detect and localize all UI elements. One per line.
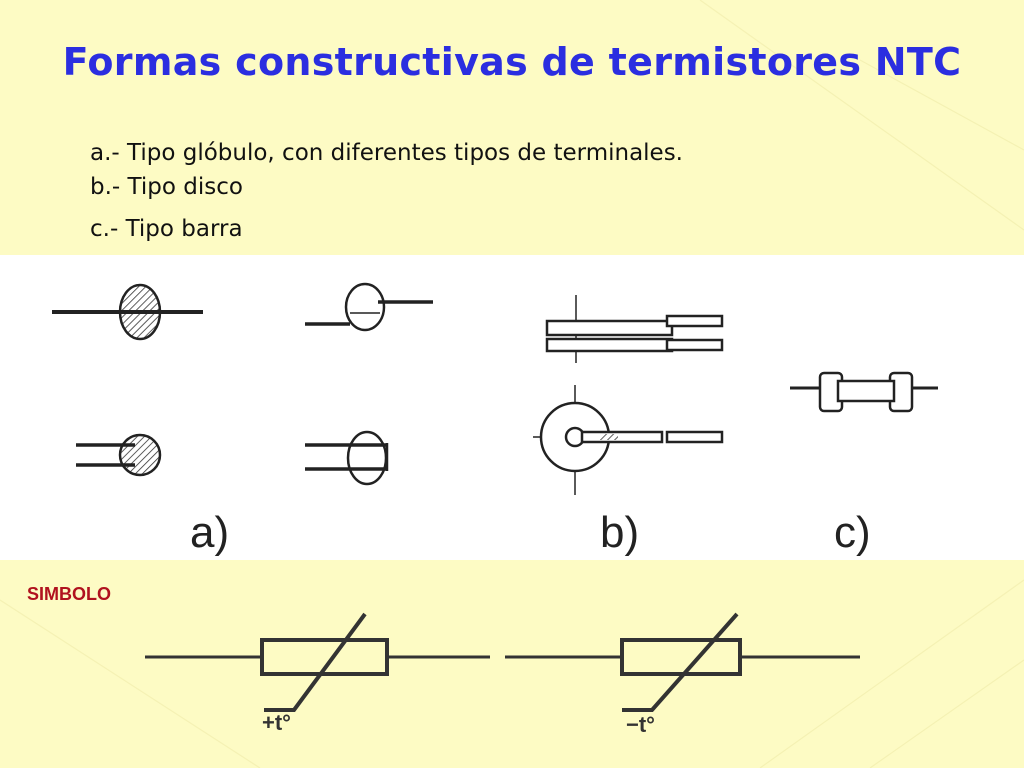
thermistor-figure: a) b) c) — [52, 282, 938, 557]
list-item-barra: c.- Tipo barra — [90, 216, 243, 242]
list-item-globulo: a.- Tipo glóbulo, con diferentes tipos d… — [90, 140, 683, 166]
ptc-symbol: +t° — [145, 612, 490, 735]
list-item-disco: b.- Tipo disco — [90, 174, 243, 200]
page-title: Formas constructivas de termistores NTC — [62, 40, 962, 84]
globule-radial-outline — [305, 430, 389, 486]
ntc-symbol: −t° — [505, 612, 860, 737]
globule-axial-hatched — [52, 283, 203, 341]
figure-label-b: b) — [600, 508, 639, 557]
thermistor-symbols: +t° −t° — [145, 612, 860, 737]
disk-side-view — [545, 295, 724, 363]
globule-axial-outline — [305, 282, 433, 332]
symbol-heading: SIMBOLO — [27, 584, 111, 604]
ntc-sign-label: −t° — [626, 712, 655, 737]
globule-radial-hatched — [76, 433, 162, 477]
figure-label-c: c) — [834, 508, 871, 557]
figure-label-a: a) — [190, 508, 229, 557]
disk-front-view — [533, 385, 724, 495]
ptc-sign-label: +t° — [262, 710, 291, 735]
thermistor-figure-panel: a) b) c) — [0, 255, 1024, 560]
rod-thermistor — [790, 371, 938, 413]
